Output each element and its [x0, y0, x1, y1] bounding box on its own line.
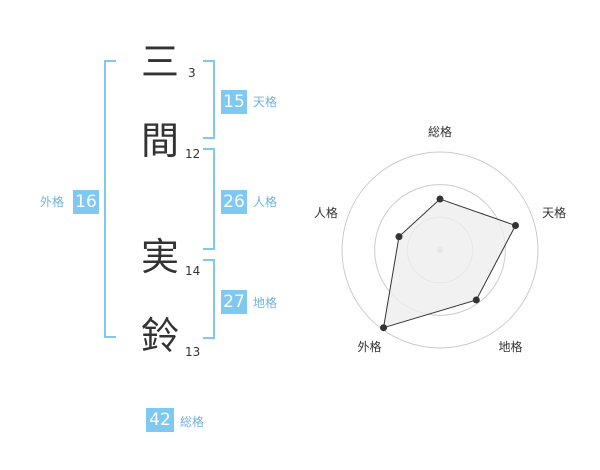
jinkaku-label: 人格	[253, 195, 278, 209]
name-char-1-strokes: 3	[188, 66, 196, 80]
radar-axis-label: 外格	[357, 339, 381, 354]
radar-point	[380, 324, 388, 332]
radar-axis-label: 天格	[542, 205, 566, 220]
jinkaku-badge: 26	[221, 190, 247, 214]
tenkaku-label: 天格	[253, 95, 278, 109]
tenkaku-bracket	[203, 60, 215, 139]
radar-point	[436, 195, 444, 203]
radar-series-polygon	[382, 198, 517, 329]
gaikaku-label: 外格	[40, 195, 65, 209]
radar-point	[472, 296, 480, 304]
soukaku-label: 総格	[180, 415, 205, 429]
radar-points	[380, 195, 519, 332]
name-char-1: 三	[141, 40, 180, 84]
radar-ring	[341, 151, 539, 349]
jinkaku-bracket	[203, 148, 215, 250]
radar-point	[511, 221, 519, 229]
soukaku-badge: 42	[146, 408, 174, 432]
chikaku-badge: 27	[221, 290, 247, 314]
radar-axis-label: 地格	[499, 339, 523, 354]
gaikaku-badge: 16	[73, 190, 99, 214]
radar-point	[395, 233, 403, 241]
name-char-2: 間	[141, 119, 180, 163]
name-char-3-strokes: 14	[185, 264, 201, 278]
name-char-3: 実	[141, 235, 180, 279]
radar-axis-label: 総格	[428, 124, 452, 139]
radar-ring	[374, 184, 506, 316]
chikaku-label: 地格	[253, 296, 278, 310]
name-char-4: 鈴	[141, 314, 180, 358]
chikaku-bracket	[203, 259, 215, 339]
gaikaku-bracket	[104, 60, 116, 338]
tenkaku-badge: 15	[221, 90, 247, 114]
radar-axis-label: 人格	[314, 205, 338, 220]
name-char-4-strokes: 13	[185, 345, 201, 359]
name-char-2-strokes: 12	[185, 147, 201, 161]
